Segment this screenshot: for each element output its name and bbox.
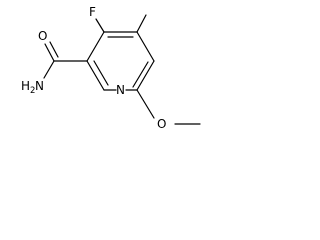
bond-n1-c2-double: [93, 60, 109, 86]
bond-carbonyl-o-double: [49, 41, 59, 58]
bond-carbonyl-n: [43, 60, 55, 79]
bond-carbonyl-o: [44, 43, 55, 62]
amide-oxygen-label: O: [38, 29, 47, 43]
bond-c5-c6: [136, 60, 155, 91]
methoxy-oxygen-label: O: [157, 117, 166, 131]
structure-canvas: F O H 2 N N O: [0, 0, 206, 155]
bond-c2-c3: [86, 31, 105, 62]
amide-nitrogen-h-label: H: [21, 79, 30, 93]
amide-nitrogen-label: N: [35, 79, 44, 93]
structure-diagram: F O H 2 N N O: [21, 5, 201, 131]
amide-nitrogen-subscript: 2: [30, 86, 35, 96]
fluorine-label: F: [89, 5, 96, 19]
bond-c4-methyl: [136, 14, 147, 33]
bond-c3-f: [95, 18, 105, 33]
bond-c5-c6-double: [132, 61, 149, 88]
ring-nitrogen-label: N: [116, 83, 125, 97]
bond-c4-c5: [136, 31, 155, 62]
bond-n1-c2-link: [86, 60, 105, 91]
bond-c6-o: [136, 89, 155, 119]
